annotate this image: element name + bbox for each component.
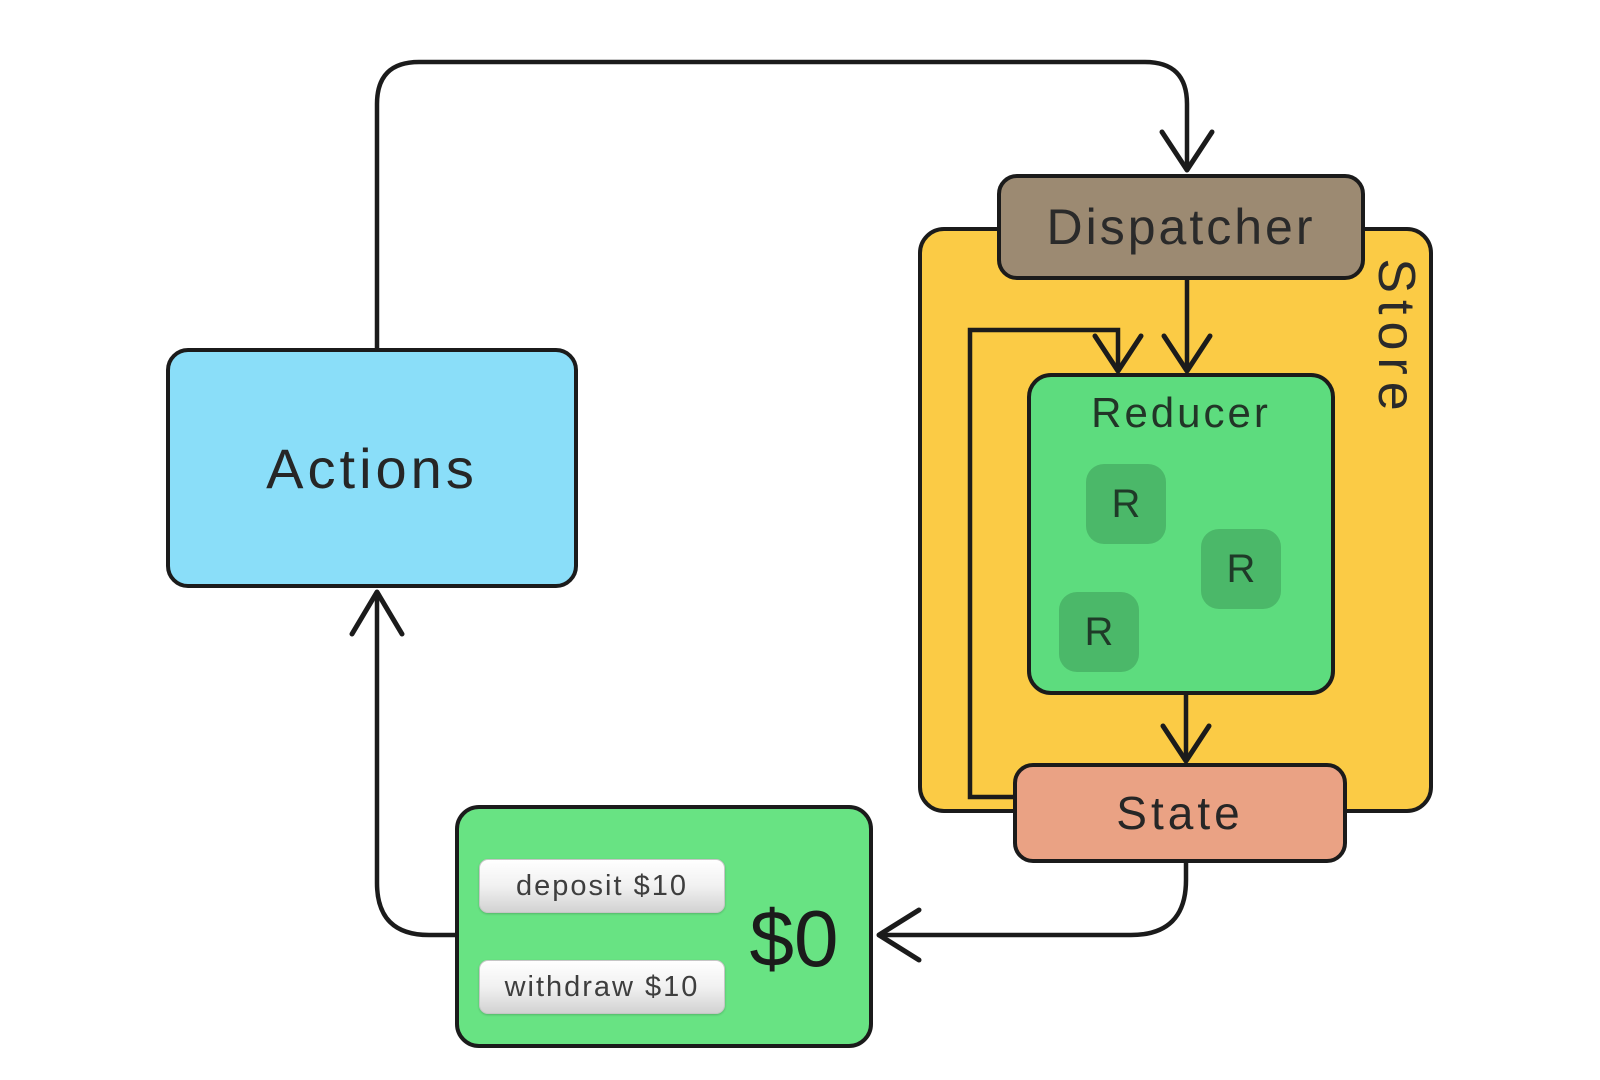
store-label: Store <box>1367 258 1425 418</box>
arrowhead-into-view <box>876 907 922 963</box>
reducer-badge: R <box>1059 592 1139 672</box>
dispatcher-box: Dispatcher <box>997 174 1365 280</box>
reducer-box: Reducer R R R <box>1027 373 1335 695</box>
reducer-badge: R <box>1201 529 1281 609</box>
actions-label: Actions <box>266 436 478 500</box>
state-box: State <box>1013 763 1347 863</box>
view-box: deposit $10 withdraw $10 $0 <box>455 805 873 1048</box>
actions-box: Actions <box>166 348 578 588</box>
arrow-state-to-reducer-loop <box>967 327 1121 800</box>
balance-value: $0 <box>749 894 839 983</box>
state-label: State <box>1116 787 1244 839</box>
deposit-button[interactable]: deposit $10 <box>479 859 725 913</box>
arrowhead-into-actions <box>349 589 405 637</box>
arrowhead-into-reducer-right <box>1161 333 1213 374</box>
arrow-actions-to-dispatcher <box>374 59 1190 350</box>
arrowhead-into-state <box>1160 723 1212 764</box>
arrowhead-into-dispatcher <box>1159 129 1215 173</box>
dispatcher-label: Dispatcher <box>1046 199 1316 255</box>
reducer-label: Reducer <box>1091 389 1271 436</box>
arrow-state-to-view <box>883 860 1189 938</box>
reducer-badge: R <box>1086 464 1166 544</box>
arrow-view-to-actions <box>374 596 460 938</box>
arrowhead-into-reducer-left <box>1092 333 1144 374</box>
withdraw-button[interactable]: withdraw $10 <box>479 960 725 1014</box>
